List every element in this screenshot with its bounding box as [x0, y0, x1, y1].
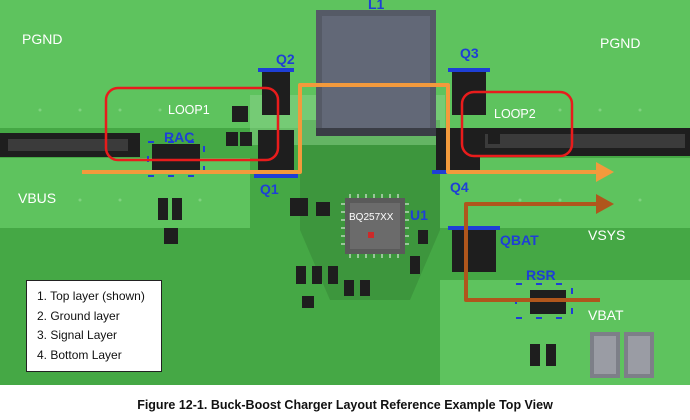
chip-part-label: BQ257XX	[349, 212, 394, 223]
vsys-arrowhead	[596, 162, 614, 182]
loop2-box	[460, 90, 574, 158]
legend-item-bottom-layer: 4. Bottom Layer	[37, 347, 122, 362]
q2-label: Q2	[276, 51, 295, 67]
vbat-label: VBAT	[588, 307, 624, 323]
rsr-label: RSR	[526, 267, 556, 283]
legend-item-ground-layer: 2. Ground layer	[37, 308, 120, 323]
ti-logo-mark	[368, 232, 374, 238]
figure-caption: Figure 12-1. Buck-Boost Charger Layout R…	[137, 398, 553, 412]
q3-label: Q3	[460, 45, 479, 61]
layer-legend: 1. Top layer (shown) 2. Ground layer 3. …	[26, 280, 162, 372]
q1-label: Q1	[260, 181, 279, 197]
pgnd-left-label: PGND	[22, 31, 62, 47]
qbat-label: QBAT	[500, 232, 539, 248]
rac-label: RAC	[164, 129, 194, 145]
vsys-connector	[478, 128, 690, 156]
bulk-capacitors	[590, 332, 654, 378]
vbat-arrowhead	[596, 194, 614, 214]
vbus-connector	[0, 133, 140, 157]
u1-label: U1	[410, 207, 428, 223]
vbus-label: VBUS	[18, 190, 56, 206]
power-path-vbat	[464, 202, 600, 302]
power-path-vbus-to-vsys	[82, 83, 600, 174]
loop1-label: LOOP1	[168, 103, 210, 117]
q4-label: Q4	[450, 179, 469, 195]
pgnd-right-label: PGND	[600, 35, 640, 51]
via-dots	[38, 108, 642, 202]
legend-item-top-layer: 1. Top layer (shown)	[37, 289, 145, 303]
controller-ic-u1	[341, 194, 409, 258]
vsys-plane	[440, 158, 690, 228]
passive-components	[158, 106, 556, 366]
mosfet-q4	[432, 128, 484, 174]
inductor-l1	[316, 10, 436, 136]
mosfet-qbat	[448, 226, 500, 272]
l1-label: L1	[368, 0, 385, 12]
vsys-label: VSYS	[588, 227, 625, 243]
loop1-box	[104, 86, 280, 162]
vbus-plane	[0, 158, 250, 228]
legend-item-signal-layer: 3. Signal Layer	[37, 328, 118, 342]
loop2-label: LOOP2	[494, 107, 536, 121]
